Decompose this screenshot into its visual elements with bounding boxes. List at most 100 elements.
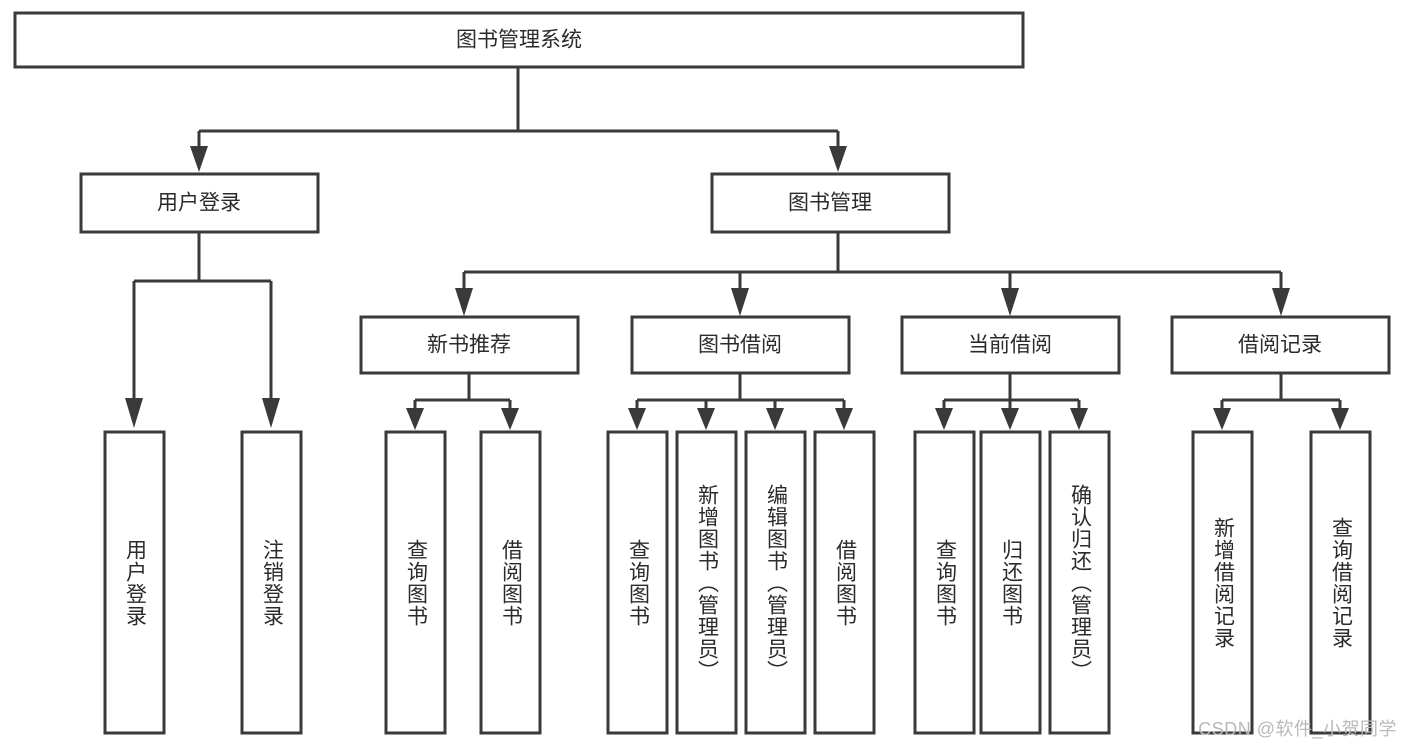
connector-records-to-leaves — [1213, 373, 1349, 430]
leaf-label: 查询图书 — [404, 538, 428, 627]
node-box — [675, 430, 738, 735]
leaf-user-login[interactable]: 用户登录 — [103, 430, 166, 735]
arrow-head-icon — [406, 408, 424, 430]
node-box — [1048, 430, 1111, 735]
node-label: 当前借阅 — [968, 334, 1052, 357]
leaf-label-wrap: 编辑图书（管理员） — [764, 483, 788, 682]
leaf-confirm-return-admin[interactable]: 确认归还（管理员） — [1048, 430, 1111, 735]
node-box — [979, 430, 1042, 735]
node-box — [606, 430, 669, 735]
node-box — [79, 172, 320, 234]
arrow-head-icon — [1331, 408, 1349, 430]
leaf-label-wrap: 新增图书（管理员） — [695, 483, 719, 682]
node-box — [630, 315, 851, 375]
node-label: 用户登录 — [157, 192, 241, 215]
node-box — [13, 11, 1025, 69]
arrow-head-icon — [697, 408, 715, 430]
arrow-head-icon — [190, 146, 208, 172]
node-label: 图书管理系统 — [456, 29, 582, 52]
arrow-head-icon — [1070, 408, 1088, 430]
node-box — [1191, 430, 1254, 735]
arrow-head-icon — [731, 288, 749, 316]
connector-newbook-to-leaves — [406, 373, 519, 430]
leaf-label: 新增图书（管理员） — [695, 483, 719, 682]
connector-userlogin-to-leaves — [125, 233, 280, 428]
node-box — [103, 430, 166, 735]
node-user-login[interactable]: 用户登录 — [79, 172, 320, 234]
arrow-head-icon — [125, 398, 143, 428]
arrow-head-icon — [262, 398, 280, 428]
arrow-head-icon — [501, 408, 519, 430]
leaf-borrow-book-newbook[interactable]: 借阅图书 — [479, 430, 542, 735]
arrow-head-icon — [1213, 408, 1231, 430]
node-box — [359, 315, 580, 375]
node-borrow-records[interactable]: 借阅记录 — [1170, 315, 1391, 375]
leaf-logout[interactable]: 注销登录 — [240, 430, 303, 735]
arrow-head-icon — [1001, 288, 1019, 316]
node-root-system[interactable]: 图书管理系统 — [13, 11, 1025, 69]
leaf-label-wrap: 归还图书 — [999, 538, 1023, 627]
arrow-head-icon — [766, 408, 784, 430]
node-label: 图书管理 — [788, 192, 872, 215]
node-new-book-recommend[interactable]: 新书推荐 — [359, 315, 580, 375]
leaf-query-borrow-record[interactable]: 查询借阅记录 — [1309, 430, 1372, 735]
node-book-borrow[interactable]: 图书借阅 — [630, 315, 851, 375]
node-box — [384, 430, 447, 735]
connector-current-to-leaves — [935, 373, 1088, 430]
leaf-label: 确认归还（管理员） — [1068, 483, 1092, 682]
leaf-label: 编辑图书（管理员） — [764, 483, 788, 682]
leaf-label-wrap: 查询图书 — [933, 538, 957, 627]
leaf-label-wrap: 查询借阅记录 — [1329, 516, 1353, 649]
node-book-management[interactable]: 图书管理 — [710, 172, 951, 234]
leaf-label-wrap: 新增借阅记录 — [1211, 516, 1235, 649]
leaf-label-wrap: 借阅图书 — [500, 539, 523, 627]
node-box — [710, 172, 951, 234]
node-box — [913, 430, 976, 735]
node-current-borrow[interactable]: 当前借阅 — [900, 315, 1121, 375]
leaf-return-book[interactable]: 归还图书 — [979, 430, 1042, 735]
leaf-label: 归还图书 — [999, 538, 1023, 627]
arrow-head-icon — [1001, 408, 1019, 430]
arrow-head-icon — [1272, 288, 1290, 316]
node-box — [479, 430, 542, 735]
node-box — [240, 430, 303, 735]
node-label: 借阅记录 — [1238, 334, 1322, 357]
arrow-head-icon — [628, 408, 646, 430]
leaf-label-wrap: 注销登录 — [260, 538, 284, 627]
leaf-label-wrap: 查询图书 — [404, 538, 428, 627]
leaf-label: 注销登录 — [260, 538, 284, 627]
connector-root-to-level2 — [190, 67, 847, 172]
leaf-label: 新增借阅记录 — [1211, 516, 1235, 649]
leaf-label: 用户登录 — [123, 538, 147, 627]
arrow-head-icon — [829, 146, 847, 172]
leaf-add-book-admin[interactable]: 新增图书（管理员） — [675, 430, 738, 735]
node-box — [1170, 315, 1391, 375]
leaf-label: 查询图书 — [626, 538, 650, 627]
node-box — [813, 430, 876, 735]
leaf-label-wrap: 确认归还（管理员） — [1068, 483, 1092, 682]
leaf-borrow-book-borrow[interactable]: 借阅图书 — [813, 430, 876, 735]
leaf-label: 查询借阅记录 — [1329, 516, 1353, 649]
connector-bookmgmt-to-level3 — [455, 233, 1290, 316]
leaf-query-book-borrow[interactable]: 查询图书 — [606, 430, 669, 735]
arrow-head-icon — [935, 408, 953, 430]
node-box — [900, 315, 1121, 375]
leaf-label: 借阅图书 — [833, 538, 857, 627]
leaf-edit-book-admin[interactable]: 编辑图书（管理员） — [744, 430, 807, 735]
node-label: 图书借阅 — [698, 334, 782, 357]
leaf-label-wrap: 借阅图书 — [833, 538, 857, 627]
leaf-label-wrap: 查询图书 — [626, 538, 650, 627]
node-box — [1309, 430, 1372, 735]
connector-borrow-to-leaves — [628, 373, 853, 430]
leaf-label: 查询图书 — [933, 538, 957, 627]
leaf-query-book-current[interactable]: 查询图书 — [913, 430, 976, 735]
leaf-label-wrap: 用户登录 — [123, 538, 147, 627]
node-label: 新书推荐 — [427, 334, 511, 357]
leaf-add-borrow-record[interactable]: 新增借阅记录 — [1191, 430, 1254, 735]
leaf-query-book-newbook[interactable]: 查询图书 — [384, 430, 447, 735]
arrow-head-icon — [455, 288, 473, 316]
arrow-head-icon — [835, 408, 853, 430]
node-box — [744, 430, 807, 735]
